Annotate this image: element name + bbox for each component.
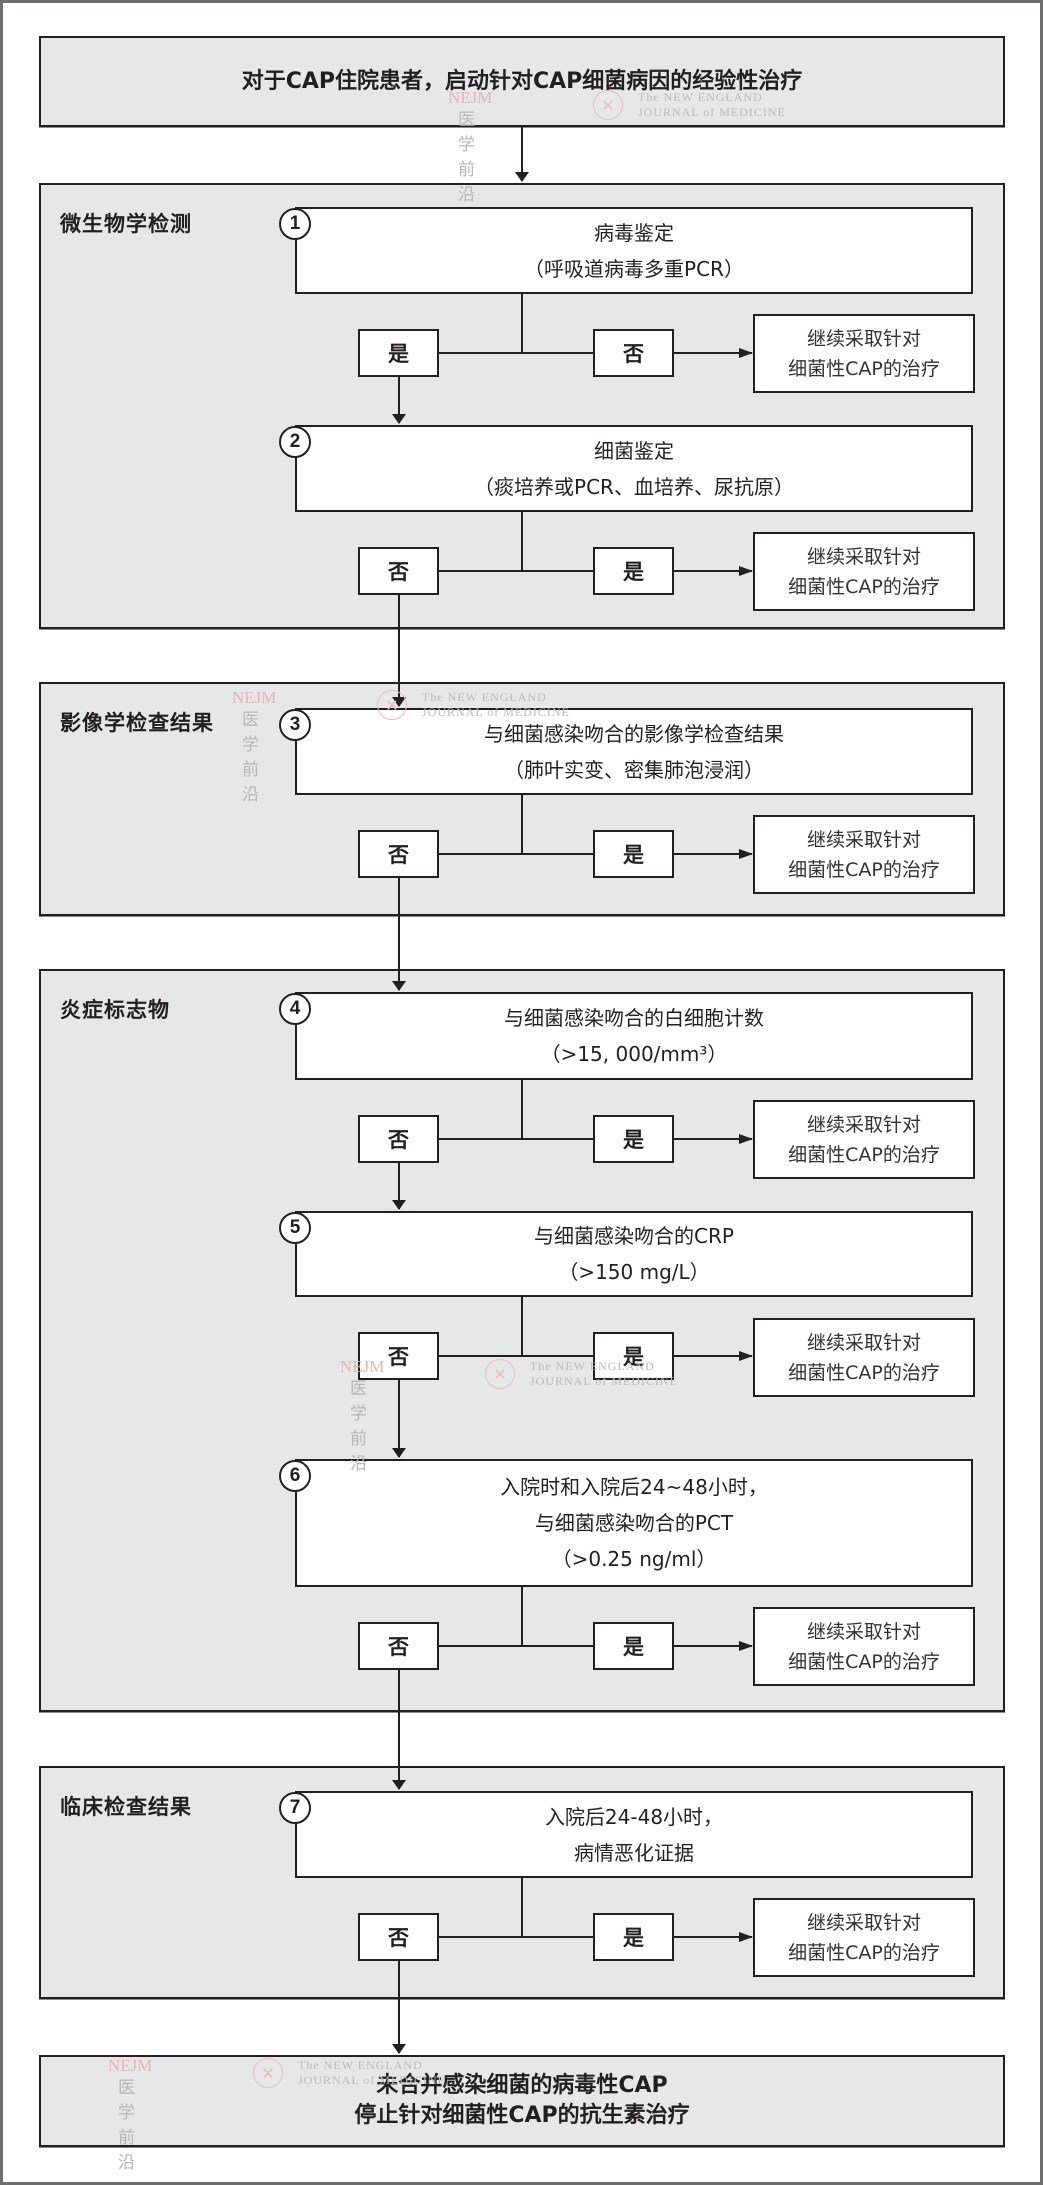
continue-treatment-text-line1: 继续采取针对 — [806, 545, 921, 568]
end-box: 未合并感染细菌的病毒性CAP 停止针对细菌性CAP的抗生素治疗 — [39, 2055, 1005, 2147]
step-3-text-line1: 与细菌感染吻合的影像学检查结果 — [484, 721, 784, 746]
step-1-continue-treatment-box: 继续采取针对细菌性CAP的治疗 — [753, 314, 975, 393]
step-6-box: 入院时和入院后24~48小时， 与细菌感染吻合的PCT （>0.25 ng/ml） — [295, 1459, 973, 1587]
step-2-branch-no: 否 — [358, 547, 439, 595]
step-3-branch-no: 否 — [358, 830, 439, 878]
continue-treatment-text-line1: 继续采取针对 — [806, 1331, 921, 1354]
step-5-box: 与细菌感染吻合的CRP （>150 mg/L） — [295, 1211, 973, 1297]
step-5-continue-treatment-box: 继续采取针对细菌性CAP的治疗 — [753, 1318, 975, 1397]
step-6-branch-yes: 是 — [593, 1622, 674, 1670]
step-6-text-line2: 与细菌感染吻合的PCT — [534, 1511, 734, 1535]
step-5-branch-yes: 是 — [593, 1332, 674, 1380]
step-7-box: 入院后24-48小时， 病情恶化证据 — [295, 1791, 973, 1878]
step-1-box: 病毒鉴定 （呼吸道病毒多重PCR） — [295, 207, 973, 294]
end-text-line1: 未合并感染细菌的病毒性CAP — [376, 2073, 668, 2098]
step-3-text-line2: （肺叶实变、密集肺泡浸润） — [504, 757, 764, 782]
step-1-branch-no: 否 — [593, 329, 674, 377]
step-5-text-line2: （>150 mg/L） — [558, 1260, 710, 1284]
step-3-number-badge: 3 — [279, 709, 311, 741]
step-7-branch-yes: 是 — [593, 1913, 674, 1961]
continue-treatment-text-line1: 继续采取针对 — [806, 1911, 921, 1934]
step-7-continue-treatment-box: 继续采取针对细菌性CAP的治疗 — [753, 1898, 975, 1977]
step-1-text-line1: 病毒鉴定 — [594, 220, 674, 245]
step-2-box: 细菌鉴定 （痰培养或PCR、血培养、尿抗原） — [295, 425, 973, 512]
step-3-box: 与细菌感染吻合的影像学检查结果 （肺叶实变、密集肺泡浸润） — [295, 708, 973, 795]
continue-treatment-text-line2: 细菌性CAP的治疗 — [788, 357, 940, 380]
step-4-number-badge: 4 — [279, 993, 311, 1025]
step-7-branch-no: 否 — [358, 1913, 439, 1961]
start-box: 对于CAP住院患者，启动针对CAP细菌病因的经验性治疗 — [39, 36, 1005, 127]
step-7-text-line2: 病情恶化证据 — [574, 1840, 694, 1865]
step-5-text-line1: 与细菌感染吻合的CRP — [534, 1224, 734, 1248]
step-4-text-line2: （>15, 000/mm³） — [540, 1042, 728, 1066]
step-6-branch-no: 否 — [358, 1622, 439, 1670]
continue-treatment-text-line2: 细菌性CAP的治疗 — [788, 1941, 940, 1964]
start-text: 对于CAP住院患者，启动针对CAP细菌病因的经验性治疗 — [241, 68, 803, 94]
step-4-continue-treatment-box: 继续采取针对细菌性CAP的治疗 — [753, 1100, 975, 1179]
step-6-text-line1: 入院时和入院后24~48小时， — [500, 1475, 768, 1499]
step-1-text-line2: （呼吸道病毒多重PCR） — [524, 256, 744, 281]
step-6-number-badge: 6 — [279, 1460, 311, 1492]
step-7-number-badge: 7 — [279, 1792, 311, 1824]
step-7-text-line1: 入院后24-48小时， — [544, 1804, 724, 1829]
continue-treatment-text-line1: 继续采取针对 — [806, 1113, 921, 1136]
step-2-number-badge: 2 — [279, 426, 311, 458]
continue-treatment-text-line2: 细菌性CAP的治疗 — [788, 575, 940, 598]
step-4-branch-yes: 是 — [593, 1115, 674, 1163]
step-2-branch-yes: 是 — [593, 547, 674, 595]
continue-treatment-text-line2: 细菌性CAP的治疗 — [788, 858, 940, 881]
step-2-continue-treatment-box: 继续采取针对细菌性CAP的治疗 — [753, 532, 975, 611]
section-label-microbiology: 微生物学检测 — [60, 212, 192, 236]
step-1-branch-yes: 是 — [358, 329, 439, 377]
section-label-clinical: 临床检查结果 — [60, 1795, 192, 1819]
step-4-box: 与细菌感染吻合的白细胞计数 （>15, 000/mm³） — [295, 992, 973, 1080]
continue-treatment-text-line2: 细菌性CAP的治疗 — [788, 1143, 940, 1166]
section-label-inflammatory-markers: 炎症标志物 — [60, 998, 170, 1022]
step-4-text-line1: 与细菌感染吻合的白细胞计数 — [504, 1006, 764, 1030]
step-5-number-badge: 5 — [279, 1212, 311, 1244]
step-5-branch-no: 否 — [358, 1332, 439, 1380]
step-2-text-line2: （痰培养或PCR、血培养、尿抗原） — [474, 474, 794, 499]
continue-treatment-text-line1: 继续采取针对 — [806, 327, 921, 350]
section-label-imaging: 影像学检查结果 — [60, 711, 214, 735]
end-text-line2: 停止针对细菌性CAP的抗生素治疗 — [354, 2103, 690, 2128]
continue-treatment-text-line2: 细菌性CAP的治疗 — [788, 1650, 940, 1673]
continue-treatment-text-line1: 继续采取针对 — [806, 828, 921, 851]
step-4-branch-no: 否 — [358, 1115, 439, 1163]
step-2-text-line1: 细菌鉴定 — [594, 438, 674, 463]
step-6-text-line3: （>0.25 ng/ml） — [551, 1547, 717, 1571]
step-3-branch-yes: 是 — [593, 830, 674, 878]
step-6-continue-treatment-box: 继续采取针对细菌性CAP的治疗 — [753, 1607, 975, 1686]
continue-treatment-text-line1: 继续采取针对 — [806, 1620, 921, 1643]
step-1-number-badge: 1 — [279, 208, 311, 240]
step-3-continue-treatment-box: 继续采取针对细菌性CAP的治疗 — [753, 815, 975, 894]
continue-treatment-text-line2: 细菌性CAP的治疗 — [788, 1361, 940, 1384]
